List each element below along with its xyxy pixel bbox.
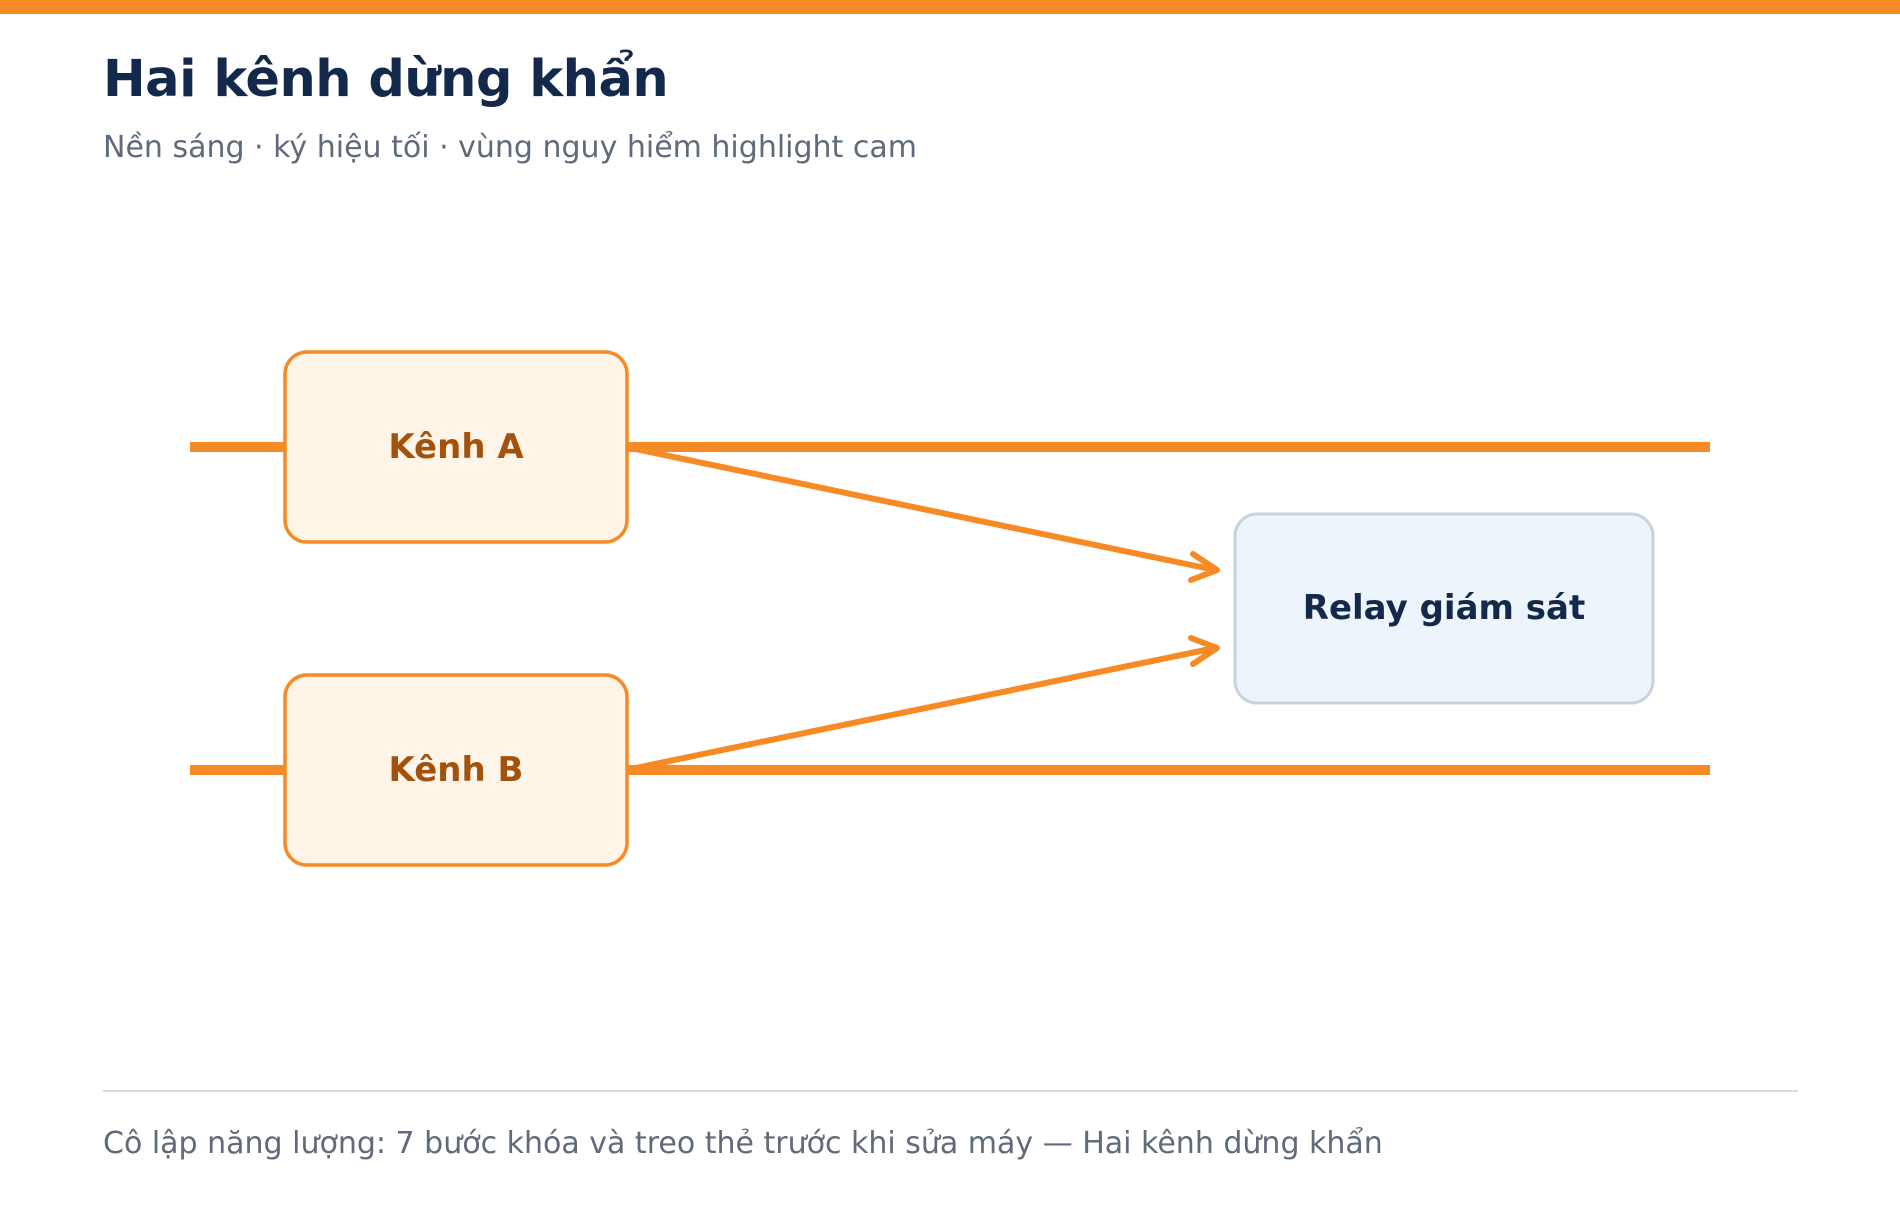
- page-subtitle: Nền sáng · ký hiệu tối · vùng nguy hiểm …: [103, 130, 917, 165]
- top-accent-bar: [0, 0, 1900, 14]
- edge-channel-b-to-relay: [623, 635, 1220, 773]
- node-channel-b-label: Kênh B: [389, 750, 524, 790]
- page-title: Hai kênh dừng khẩn: [103, 50, 669, 109]
- node-channel-a-label: Kênh A: [388, 427, 524, 467]
- node-relay-label: Relay giám sát: [1303, 588, 1585, 628]
- node-channel-b: Kênh B: [283, 673, 629, 867]
- footer-caption: Cô lập năng lượng: 7 bước khóa và treo t…: [103, 1126, 1383, 1161]
- node-relay: Relay giám sát: [1233, 512, 1655, 705]
- edge-channel-a-to-relay: [623, 444, 1220, 583]
- node-channel-a: Kênh A: [283, 350, 629, 544]
- footer-divider: [103, 1090, 1798, 1092]
